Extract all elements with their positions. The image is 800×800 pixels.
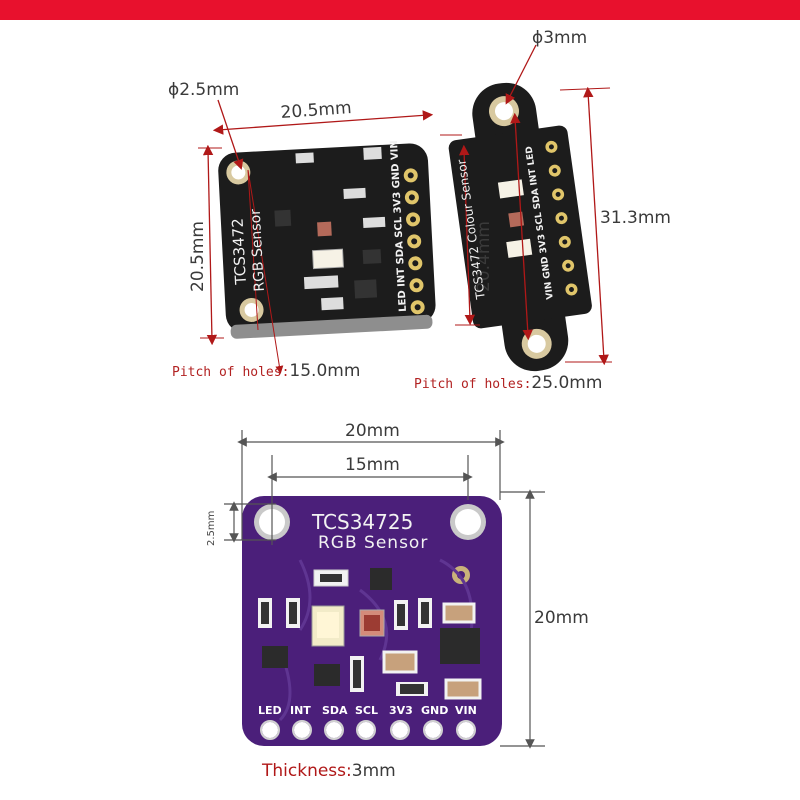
pitch-of-holes-left: Pitch of holes:15.0mm [172, 361, 360, 381]
pin-label: GND [421, 704, 449, 717]
hole-diameter-label-right: ϕ3mm [532, 28, 588, 48]
board-top-left [218, 143, 436, 339]
height-label-right: 31.3mm [600, 208, 671, 228]
pitch-value-right: 25.0mm [531, 373, 603, 393]
pin-label: VIN [455, 704, 477, 717]
height-label-bottom: 20mm [534, 608, 589, 628]
pitch-label-right: Pitch of holes: [414, 377, 532, 392]
width-label-bottom: 20mm [345, 421, 400, 441]
pin-label: SCL [355, 704, 379, 717]
board-title-bottom: TCS34725 [312, 510, 414, 534]
pitch-label-left: Pitch of holes: [172, 365, 290, 380]
pin-label: 3V3 [389, 704, 413, 717]
pitch-label-bottom: 15mm [345, 455, 400, 475]
board-subtitle-bottom: RGB Sensor [318, 533, 429, 553]
thickness-label: Thickness: [262, 761, 352, 781]
pitch-of-holes-right: Pitch of holes:25.0mm [414, 373, 602, 393]
pitch-value-left: 15.0mm [289, 361, 361, 381]
pin-label: INT [290, 704, 311, 717]
pin-label: LED [258, 704, 282, 717]
board-bottom [242, 496, 502, 746]
board-title-left: TCS3472 [228, 217, 250, 285]
thickness-value: 3mm [351, 761, 396, 781]
pin-label: SDA [322, 704, 348, 717]
hole-diameter-label-bottom: 2.5mm [206, 510, 217, 546]
height-label-left: 20.5mm [188, 221, 208, 292]
top-red-bar [0, 0, 800, 20]
hole-diameter-label-left: ϕ2.5mm [168, 80, 240, 100]
thickness-note: Thickness:3mm [262, 761, 396, 781]
